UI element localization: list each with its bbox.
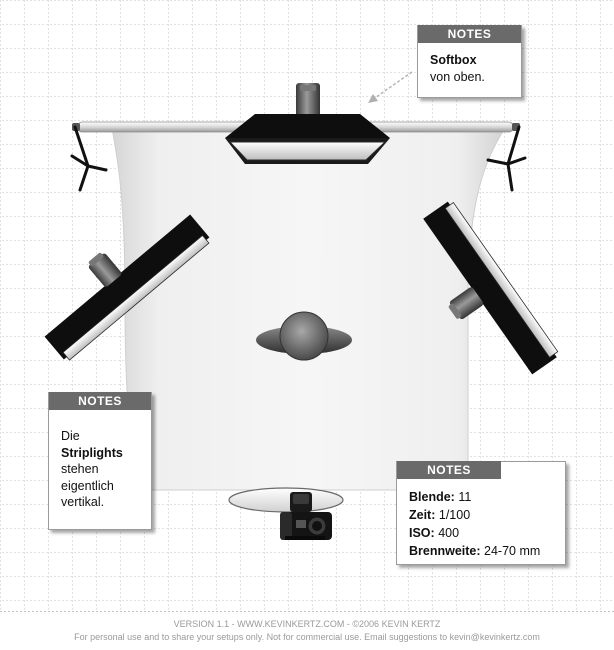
note-striplights-text: Die Striplights stehen eigentlich vertik… [61,428,123,511]
backdrop-paper [111,127,506,491]
note-softbox-text: Softbox von oben. [430,52,485,85]
setting-value: 1/100 [438,508,471,522]
note-striplights-line2: Striplights [61,445,123,460]
reflector-disc [228,487,344,513]
setting-row: ISO: 400 [409,524,540,542]
camera-icon [280,492,332,540]
setting-row: Blende: 11 [409,488,540,506]
striplight-right [423,201,559,375]
setting-value: 24-70 mm [484,544,541,558]
right-backdrop-stand [486,125,527,192]
note-striplights: NOTES Die Striplights stehen eigentlich … [48,392,152,530]
setting-value: 11 [458,490,472,504]
note-camera-settings-text: Blende: 11 Zeit: 1/100 ISO: 400 Brennwei… [409,488,540,560]
note-striplights-line4: eigentlich [61,478,114,493]
setting-label: Brennweite: [409,544,481,558]
note-striplights-line5: vertikal. [61,495,105,509]
subject-person [256,311,352,361]
setting-row: Zeit: 1/100 [409,506,540,524]
setting-label: ISO: [409,526,435,540]
footer-version-line: VERSION 1.1 - WWW.KEVINKERTZ.COM - ©2006… [173,619,441,629]
setting-label: Blende: [409,490,455,504]
note-striplights-line1: Die [61,429,80,443]
note-camera-settings-title: NOTES [397,461,501,479]
note-softbox-line1: Softbox [430,53,477,67]
note-camera-settings: NOTES Blende: 11 Zeit: 1/100 ISO: 400 Br… [396,461,566,565]
setting-label: Zeit: [409,508,436,522]
setting-row: Brennweite: 24-70 mm [409,542,540,560]
softbox-overhead [225,83,390,164]
footer-license-line: For personal use and to share your setup… [74,632,540,642]
striplight-left [44,214,210,361]
footer: VERSION 1.1 - WWW.KEVINKERTZ.COM - ©2006… [0,618,614,644]
note-striplights-line3: stehen [61,462,99,476]
note-softbox-line2: von oben. [430,69,485,84]
note-striplights-title: NOTES [49,392,151,410]
setting-value: 400 [438,526,460,540]
left-backdrop-stand [70,125,108,192]
note-softbox: NOTES Softbox von oben. [417,25,522,98]
note-pointer-arrow [368,71,413,103]
note-softbox-title: NOTES [418,25,521,43]
